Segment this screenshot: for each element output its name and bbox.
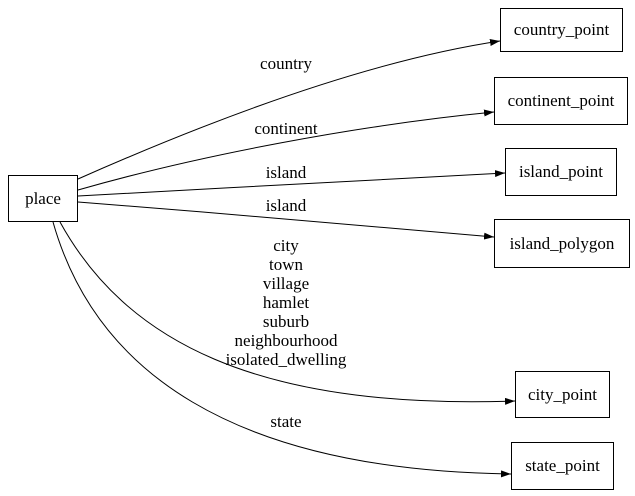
edge-label-state: state [270, 412, 302, 431]
edge-label-line: neighbourhood [234, 331, 338, 350]
edge-place-continent-point [77, 109, 495, 191]
edge-label-line: isolated_dwelling [225, 350, 347, 369]
node-country-point: country_point [500, 8, 623, 52]
node-island-polygon: island_polygon [494, 219, 630, 268]
edge-label-island-point: island [265, 163, 307, 182]
node-island-point: island_point [505, 148, 617, 196]
edge-label-island-polygon: island [265, 196, 307, 215]
node-continent-point: continent_point [494, 77, 628, 125]
edge-label-continent: continent [254, 119, 318, 138]
edge-label-line: city [273, 236, 299, 255]
edge-label-line: suburb [262, 312, 310, 331]
edge-label-line: town [269, 255, 303, 274]
edge-place-country-point [77, 39, 501, 180]
edge-label-country: country [260, 54, 312, 73]
node-place: place [8, 175, 78, 222]
node-state-point: state_point [511, 442, 614, 490]
edge-place-island-polygon [77, 201, 495, 240]
edge-place-island-point [77, 170, 506, 197]
node-city-point: city_point [515, 371, 610, 418]
edge-label-line: village [262, 274, 310, 293]
edge-place-city-point [59, 221, 516, 405]
edge-place-state-point [52, 221, 512, 478]
edge-label-line: hamlet [262, 293, 310, 312]
edge-label-city-group: city town village hamlet suburb neighbou… [226, 236, 347, 369]
